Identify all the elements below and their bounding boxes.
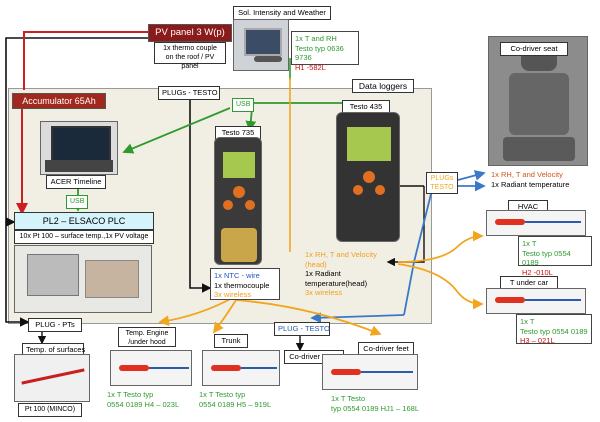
testo435-label: Testo 435 bbox=[342, 100, 390, 114]
feet-info-line2: typ 0554 0189 HJ1 – 168L bbox=[331, 403, 419, 413]
temp-engine-text: Temp. Engine /under hood bbox=[125, 330, 169, 346]
engine-probe-photo bbox=[110, 350, 192, 386]
under-car-info-line1: 1x T bbox=[520, 317, 535, 326]
testo735-info-line1: 1x NTC - wire bbox=[214, 271, 260, 280]
temp-engine-label: Temp. Engine /under hood bbox=[118, 327, 176, 347]
plug-pts-label: PLUG - PTs bbox=[28, 318, 82, 332]
seat-info: 1x RH, T and Velocity 1x Radiant tempera… bbox=[488, 168, 592, 192]
laptop-keyboard bbox=[45, 160, 113, 172]
engine-info-line1: 1x T Testo typ bbox=[107, 390, 154, 399]
under-car-info-line2: Testo typ 0554 0189 bbox=[520, 326, 588, 336]
sol-info-line3: H1 -582L bbox=[295, 62, 326, 72]
feet-probe bbox=[331, 369, 361, 375]
under-car-photo bbox=[486, 288, 586, 314]
feet-wire bbox=[361, 371, 413, 373]
hvac-info: 1x T Testo typ 0554 0189 H2 -010L bbox=[518, 236, 592, 277]
under-car-probe bbox=[495, 297, 525, 303]
plc-photo bbox=[14, 245, 152, 313]
under-car-wire bbox=[525, 299, 581, 301]
plc-sensors-label: 10x Pt 100 – surface temp.,1x PV voltage bbox=[14, 230, 154, 244]
feet-probe-photo bbox=[322, 354, 418, 390]
testo735-keys bbox=[223, 186, 255, 220]
testo735-info-line2: 1x thermocouple bbox=[214, 280, 270, 290]
usb-top-label: USB bbox=[232, 98, 254, 112]
seat-info-line1: 1x RH, T and Velocity bbox=[491, 170, 563, 179]
hvac-photo bbox=[486, 210, 586, 236]
testo735-grip bbox=[221, 228, 257, 262]
pv-panel-photo bbox=[233, 19, 289, 71]
pt100-photo bbox=[14, 354, 90, 402]
testo435-info-line2: 1x Radiant temperature(head) bbox=[305, 269, 368, 288]
testo435-info-line3: 3x wireless bbox=[305, 288, 343, 297]
trunk-wire bbox=[241, 367, 277, 369]
plc-wires bbox=[85, 260, 139, 298]
trunk-probe bbox=[211, 365, 241, 371]
acer-label: ACER Timeline bbox=[46, 175, 106, 189]
plug-testo-bottom: PLUG - TESTO bbox=[274, 322, 330, 336]
usb-left-label: USB bbox=[66, 195, 88, 209]
seat-back bbox=[509, 73, 569, 135]
thermocouple-roof-text: 1x thermo couple on the roof / PV panel bbox=[163, 45, 217, 70]
pt100-label: Pt 100 (MINCO) bbox=[18, 403, 82, 417]
testo735-photo bbox=[214, 137, 262, 265]
seat-bottom bbox=[503, 137, 575, 161]
trunk-info-line1: 1x T Testo typ bbox=[199, 390, 246, 399]
pt100-wire bbox=[21, 368, 85, 385]
acer-laptop-photo bbox=[40, 121, 118, 175]
under-car-info-line3: H3 – 021L bbox=[520, 336, 555, 345]
hvac-info-line1: 1x T bbox=[522, 239, 537, 248]
trunk-label: Trunk bbox=[214, 334, 248, 348]
plugs-testo-right: PLUGs TESTO bbox=[426, 172, 458, 194]
plugs-testo-right-text: PLUGs TESTO bbox=[430, 175, 454, 191]
sol-info-line2: Testo typ 0636 9736 bbox=[295, 43, 344, 63]
laptop-screen bbox=[51, 126, 111, 162]
pv-panel-box: PV panel 3 W(p) bbox=[148, 24, 232, 42]
testo735-screen bbox=[223, 152, 255, 178]
under-car-info: 1x T Testo typ 0554 0189 H3 – 021L bbox=[516, 314, 592, 345]
trunk-info-line2: 0554 0189 H5 – 919L bbox=[199, 399, 272, 409]
pv-cell bbox=[244, 28, 282, 56]
testo435-screen bbox=[347, 127, 391, 161]
hvac-info-line3: H2 -010L bbox=[522, 267, 553, 277]
sol-info-box: 1x T and RH Testo typ 0636 9736 H1 -582L bbox=[291, 31, 359, 72]
hvac-info-line2: Testo typ 0554 0189 bbox=[522, 248, 571, 268]
trunk-probe-photo bbox=[202, 350, 280, 386]
engine-info-line2: 0554 0189 H4 – 023L bbox=[107, 400, 189, 410]
hvac-probe bbox=[495, 219, 525, 225]
data-loggers-label: Data loggers bbox=[352, 79, 414, 93]
testo435-photo bbox=[336, 112, 400, 242]
plc-box: PL2 – ELSACO PLC bbox=[14, 212, 154, 230]
testo735-info-line3: 3x wireless bbox=[214, 290, 252, 299]
engine-probe bbox=[119, 365, 149, 371]
thermocouple-roof-label: 1x thermo couple on the roof / PV panel bbox=[154, 42, 226, 70]
testo435-keys bbox=[353, 171, 385, 205]
engine-info: 1x T Testo typ 0554 0189 H4 – 023L bbox=[104, 388, 192, 412]
testo435-info: 1x RH, T and Velocity (head) 1x Radiant … bbox=[302, 248, 396, 297]
trunk-info: 1x T Testo typ 0554 0189 H5 – 919L bbox=[196, 388, 286, 412]
engine-wire bbox=[149, 367, 189, 369]
feet-info: 1x T Testo typ 0554 0189 HJ1 – 168L bbox=[328, 392, 426, 416]
t-under-car-label: T under car bbox=[500, 276, 558, 290]
accumulator-box: Accumulator 65Ah bbox=[12, 93, 106, 109]
plugs-testo-top: PLUGs - TESTO bbox=[158, 86, 220, 100]
sol-intensity-label: Sol. Intensity and Weather bbox=[233, 6, 331, 20]
hvac-wire bbox=[525, 221, 581, 223]
testo735-info: 1x NTC - wire 1x thermocouple 3x wireles… bbox=[210, 268, 280, 300]
plc-board bbox=[27, 254, 79, 296]
feet-info-line1: 1x T Testo bbox=[331, 394, 366, 403]
testo435-info-line1: 1x RH, T and Velocity (head) bbox=[305, 250, 377, 269]
seat-info-line2: 1x Radiant temperature bbox=[491, 179, 570, 189]
sol-info-line1: 1x T and RH bbox=[295, 34, 337, 43]
cable bbox=[254, 56, 282, 62]
codriver-seat-label: Co-driver seat bbox=[500, 42, 568, 56]
engine-info-line2-text: 0554 0189 H4 – 023L bbox=[107, 399, 180, 409]
